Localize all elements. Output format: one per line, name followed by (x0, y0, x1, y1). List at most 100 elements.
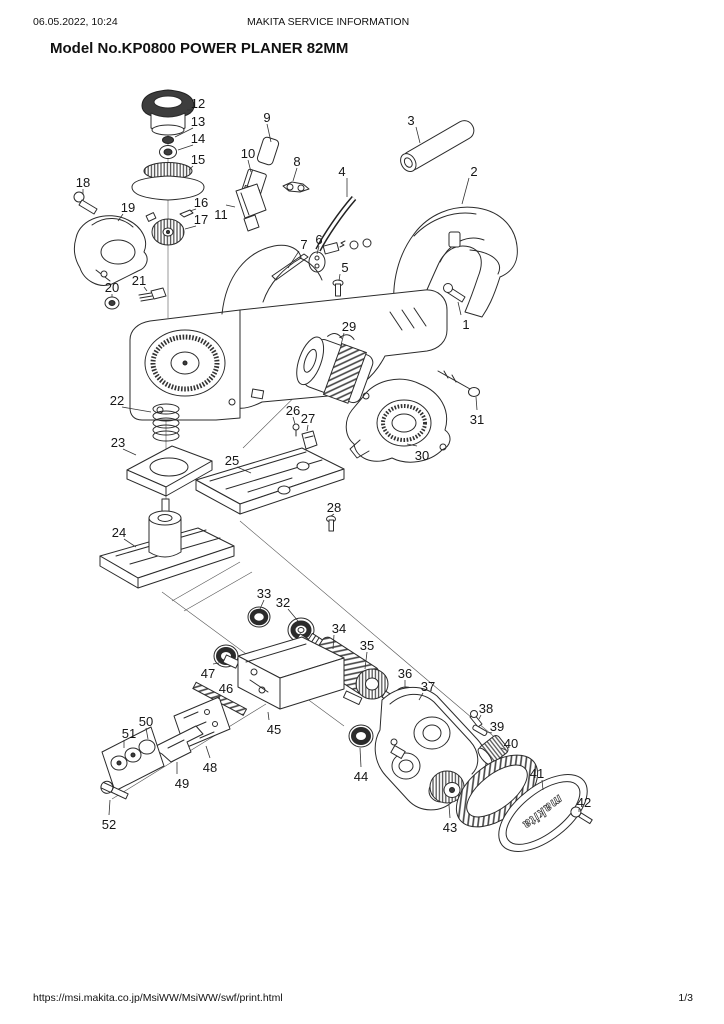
header-title: MAKITA SERVICE INFORMATION (247, 16, 410, 28)
nut-drawing (162, 136, 174, 144)
part-number-40: 40 (504, 736, 518, 751)
bearing-44-drawing (348, 724, 374, 748)
part-number-14: 14 (191, 131, 205, 146)
leader-line-25 (236, 466, 252, 474)
part-number-17: 17 (194, 212, 208, 227)
part-number-18: 18 (76, 175, 90, 190)
screw-42-drawing (570, 806, 593, 825)
leader-line-31 (475, 396, 478, 411)
belt-cover-drawing: makita (498, 774, 588, 852)
leader-line-7 (287, 250, 300, 269)
pin-39-drawing (472, 724, 488, 736)
leader-line-29 (340, 332, 345, 346)
leader-line-33 (259, 599, 265, 610)
leader-line-15 (188, 165, 194, 171)
leader-line-47 (212, 662, 220, 665)
leader-line-43 (448, 804, 451, 819)
leader-line-30 (406, 443, 418, 447)
front-shoe-plate-drawing (126, 445, 213, 497)
part-number-31: 31 (470, 412, 484, 427)
part-number-23: 23 (111, 435, 125, 450)
cord-clip-drawing (308, 251, 326, 273)
part-number-12: 12 (191, 96, 205, 111)
bearing-small-drawing (159, 145, 177, 159)
leader-line-11 (225, 204, 236, 208)
stator-drawing (296, 333, 374, 404)
leader-line-48 (205, 745, 211, 759)
part-number-25: 25 (225, 453, 239, 468)
bearing-33-drawing (247, 606, 271, 628)
front-grip-drawing (73, 215, 148, 286)
part-number-45: 45 (267, 722, 281, 737)
leader-line-52 (108, 799, 111, 816)
part-number-47: 47 (201, 666, 215, 681)
brush-cap-drawing (256, 136, 280, 166)
part-number-49: 49 (175, 776, 189, 791)
sprocket-drawing (151, 218, 185, 246)
leader-line-44 (359, 747, 362, 768)
part-number-13: 13 (191, 114, 205, 129)
leader-line-3 (415, 126, 421, 144)
leader-line-6 (316, 245, 320, 255)
leader-line-21 (143, 286, 148, 292)
pin-26-drawing (292, 423, 300, 437)
leader-line-19 (117, 213, 124, 222)
leader-line-9 (266, 123, 272, 143)
part-number-2: 2 (470, 164, 477, 179)
cord-guard-drawing (271, 253, 309, 281)
clip-drawing (145, 209, 194, 222)
leader-line-2 (461, 177, 470, 205)
switch-drawing (235, 183, 267, 232)
rear-base-drawing (195, 447, 345, 515)
part-number-8: 8 (293, 154, 300, 169)
footer-url: https://msi.makita.co.jp/MsiWW/MsiWW/swf… (33, 992, 283, 1004)
leader-line-35 (364, 651, 368, 670)
leader-line-22 (121, 406, 152, 413)
part-number-42: 42 (577, 795, 591, 810)
leader-line-28 (330, 513, 335, 517)
leader-line-26 (292, 416, 296, 425)
part-number-26: 26 (286, 403, 300, 418)
pulley-40-drawing (477, 735, 509, 766)
leader-line-41 (541, 779, 544, 791)
leader-line-23 (122, 448, 137, 456)
header-datetime: 06.05.2022, 10:24 (33, 16, 118, 28)
part-number-37: 37 (421, 679, 435, 694)
strain-relief-parts-drawing (322, 238, 372, 255)
part-number-41: 41 (530, 766, 544, 781)
leader-line-16 (189, 208, 197, 212)
part-number-20: 20 (105, 280, 119, 295)
part-number-19: 19 (121, 200, 135, 215)
part-number-52: 52 (102, 817, 116, 832)
bolt-52-drawing (100, 780, 129, 800)
part-number-43: 43 (443, 820, 457, 835)
leader-line-24 (123, 538, 137, 548)
leader-line-13 (174, 127, 194, 138)
part-number-10: 10 (241, 146, 255, 161)
part-number-5: 5 (341, 260, 348, 275)
part-number-28: 28 (327, 500, 341, 515)
part-number-51: 51 (122, 726, 136, 741)
leader-line-10 (247, 159, 252, 173)
part-number-30: 30 (415, 448, 429, 463)
leader-line-1 (457, 301, 462, 316)
leader-line-8 (292, 167, 298, 182)
part-number-15: 15 (191, 152, 205, 167)
part-number-44: 44 (354, 769, 368, 784)
lock-knob-drawing (141, 89, 195, 136)
leader-line-45 (267, 711, 270, 721)
part-number-39: 39 (490, 719, 504, 734)
screw-38-drawing (469, 710, 483, 728)
page-title: Model No.KP0800 POWER PLANER 82MM (50, 40, 349, 57)
leader-line-17 (184, 225, 197, 230)
adjust-plate-drawing (101, 726, 165, 792)
leader-line-39 (486, 731, 493, 734)
leader-line-27 (306, 424, 309, 432)
footer-page-indicator: 1/3 (678, 992, 693, 1004)
cord-sleeve-drawing (400, 120, 475, 173)
leader-line-5 (338, 273, 341, 282)
leader-line-37 (418, 692, 424, 701)
bracket-27-drawing (301, 430, 318, 450)
